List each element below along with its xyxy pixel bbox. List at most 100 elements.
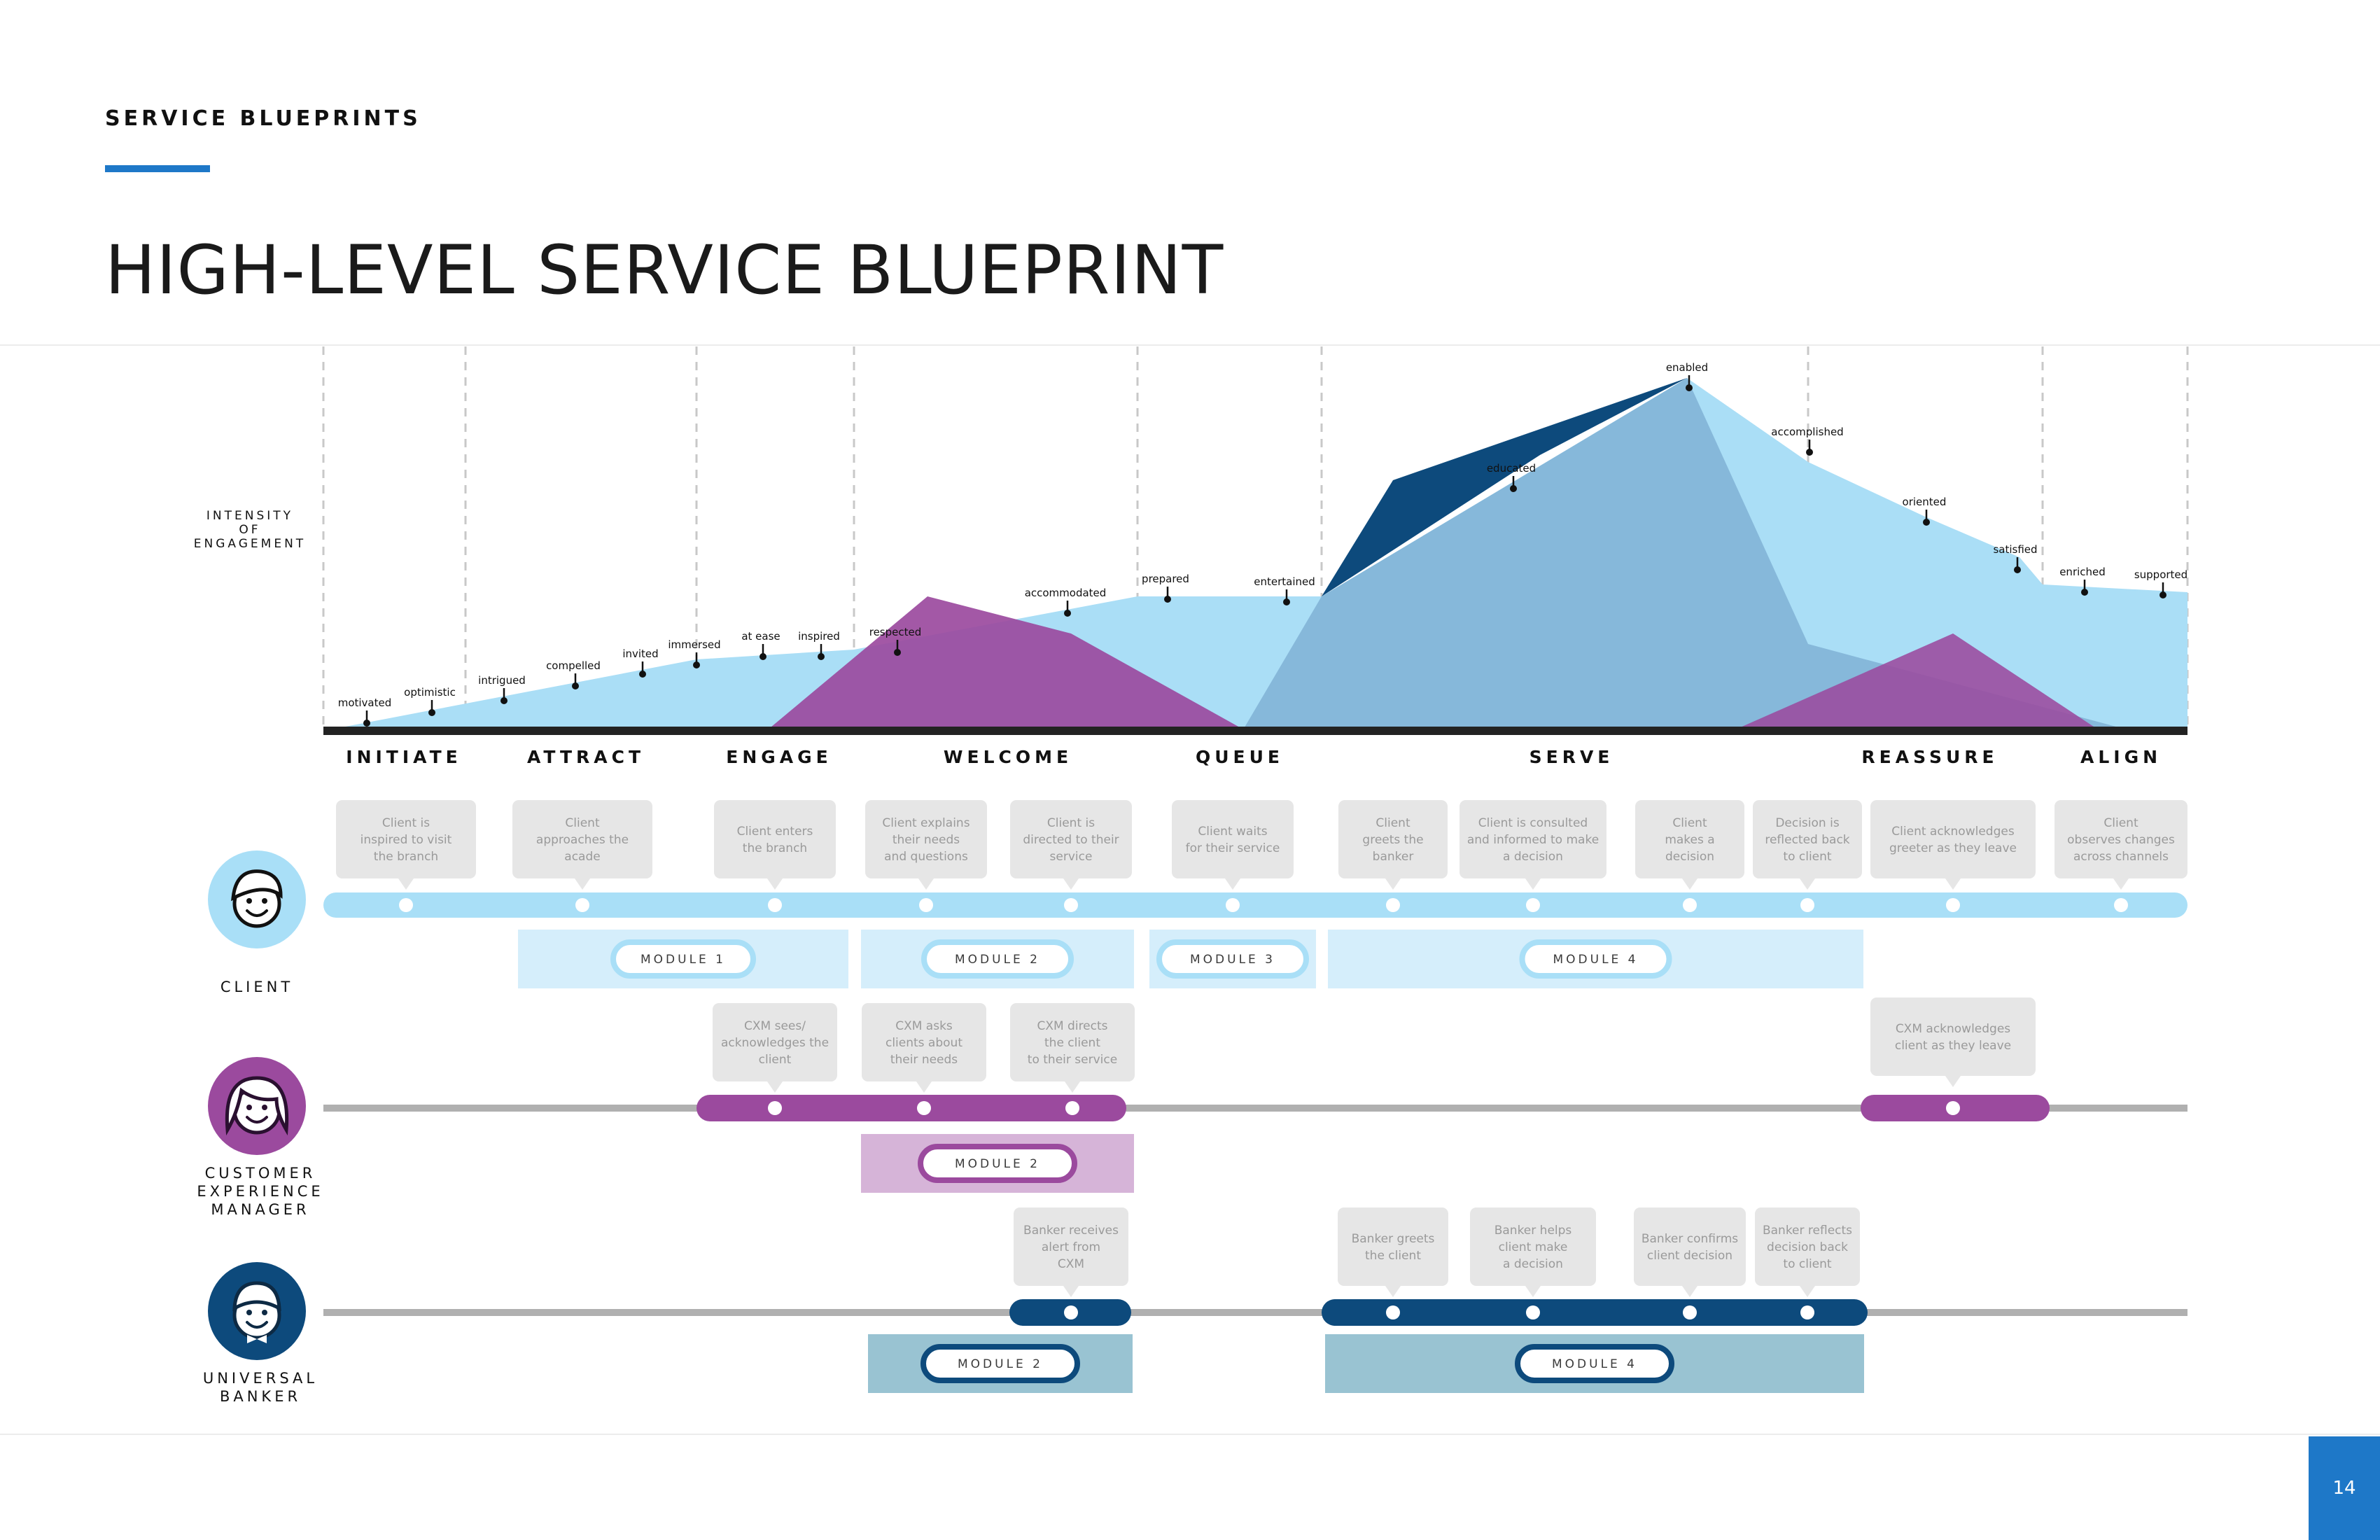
- section-label: SERVICE BLUEPRINTS: [105, 106, 421, 131]
- header-divider: [0, 344, 2380, 346]
- bubble-pointer: [398, 878, 414, 890]
- track-dot: [1065, 1101, 1079, 1115]
- emotion-label: educated: [1487, 462, 1536, 475]
- engagement-chart: motivatedoptimisticintriguedcompelledinv…: [194, 346, 2189, 767]
- step-text: the client: [1044, 1036, 1100, 1050]
- bubble-pointer: [575, 878, 590, 890]
- step-text: to their service: [1028, 1053, 1117, 1067]
- track-dot: [1386, 1306, 1400, 1320]
- bubble-pointer: [1063, 1286, 1079, 1297]
- step-text: clients about: [886, 1036, 962, 1050]
- bubble-pointer: [1525, 878, 1541, 890]
- step-text: for their service: [1186, 841, 1280, 855]
- step-text: Client is consulted: [1478, 816, 1588, 830]
- step-bubble: [2054, 800, 2188, 878]
- section-underline: [105, 165, 210, 172]
- step-bubble: [1870, 997, 2036, 1076]
- avatar-eye: [246, 1105, 252, 1110]
- stage-label-reassure: REASSURE: [1861, 747, 1998, 767]
- bubble-pointer: [1800, 878, 1815, 890]
- step-text: to client: [1783, 850, 1831, 864]
- bowtie-icon: [247, 1335, 267, 1343]
- emotion-marker: [1510, 485, 1517, 492]
- role-label-cxm: CUSTOMER: [205, 1165, 316, 1182]
- step-bubble: [336, 800, 476, 878]
- bubble-pointer: [1385, 878, 1401, 890]
- emotion-label: immersed: [668, 638, 720, 651]
- bubble-pointer: [1945, 1076, 1961, 1087]
- module-label: MODULE 2: [955, 1157, 1040, 1171]
- step-text: across channels: [2073, 850, 2169, 864]
- step-text: service: [1050, 850, 1093, 864]
- role-label-cxm: EXPERIENCE: [197, 1183, 323, 1200]
- step-bubble: [1470, 1208, 1596, 1286]
- avatar-eye: [246, 898, 252, 904]
- avatar-hair: [231, 869, 283, 902]
- banker-step: Banker confirms client decision: [1634, 1208, 1746, 1297]
- emotion-marker: [639, 671, 646, 678]
- emotion-label: oriented: [1903, 496, 1947, 508]
- module-pill: [1515, 1344, 1674, 1383]
- role-label-banker: BANKER: [220, 1388, 301, 1405]
- client-track: [323, 892, 2188, 918]
- step-text: Client is: [1047, 816, 1095, 830]
- avatar-smile: [246, 1116, 268, 1124]
- emotion-marker: [693, 662, 700, 668]
- bubble-pointer: [1065, 1082, 1080, 1093]
- step-text: acade: [564, 850, 600, 864]
- step-text: CXM asks: [895, 1019, 953, 1033]
- stage-label-welcome: WELCOME: [944, 747, 1072, 767]
- step-text: Decision is: [1775, 816, 1840, 830]
- step-bubble: [1870, 800, 2036, 878]
- emotion-marker: [1164, 596, 1171, 603]
- avatar-eye: [246, 1310, 252, 1315]
- step-text: alert from: [1042, 1240, 1100, 1254]
- emotion-label: respected: [869, 626, 922, 638]
- step-text: Banker greets: [1352, 1232, 1435, 1246]
- bubble-pointer: [767, 878, 783, 890]
- step-text: Client: [1376, 816, 1410, 830]
- step-text: client make: [1499, 1240, 1568, 1254]
- track-dot: [1946, 1101, 1960, 1115]
- module-label: MODULE 2: [958, 1357, 1043, 1371]
- emotion-label: accommodated: [1025, 587, 1107, 599]
- track-dot: [2114, 898, 2128, 912]
- track-dot: [917, 1101, 931, 1115]
- track-dot: [1800, 898, 1814, 912]
- step-bubble: [1338, 1208, 1448, 1286]
- emotion-marker: [760, 653, 766, 660]
- step-text: Client enters: [737, 825, 813, 839]
- page-number: 14: [2309, 1436, 2380, 1540]
- step-text: approaches the: [536, 833, 629, 847]
- bubble-pointer: [918, 878, 934, 890]
- step-text: the client: [1365, 1249, 1421, 1263]
- emotion-marker: [500, 697, 507, 704]
- avatar-hair: [225, 1076, 289, 1136]
- step-text: a decision: [1503, 1257, 1563, 1271]
- role-label-client: CLIENT: [220, 979, 293, 995]
- track-dot: [575, 898, 589, 912]
- bubble-pointer: [1682, 878, 1698, 890]
- axis-label: OF: [239, 523, 260, 537]
- emotion-marker: [572, 682, 579, 690]
- cxm-track-line: [323, 1105, 2188, 1112]
- module-pill: [1156, 939, 1309, 979]
- step-text: Banker confirms: [1642, 1232, 1738, 1246]
- step-bubble: [1634, 1208, 1746, 1286]
- axis-label: INTENSITY: [206, 509, 293, 523]
- step-text: Client: [1672, 816, 1707, 830]
- step-text: Client acknowledges: [1891, 825, 2015, 839]
- step-text: a decision: [1503, 850, 1563, 864]
- step-bubble: [1460, 800, 1606, 878]
- track-dot: [1683, 1306, 1697, 1320]
- step-text: client decision: [1647, 1249, 1732, 1263]
